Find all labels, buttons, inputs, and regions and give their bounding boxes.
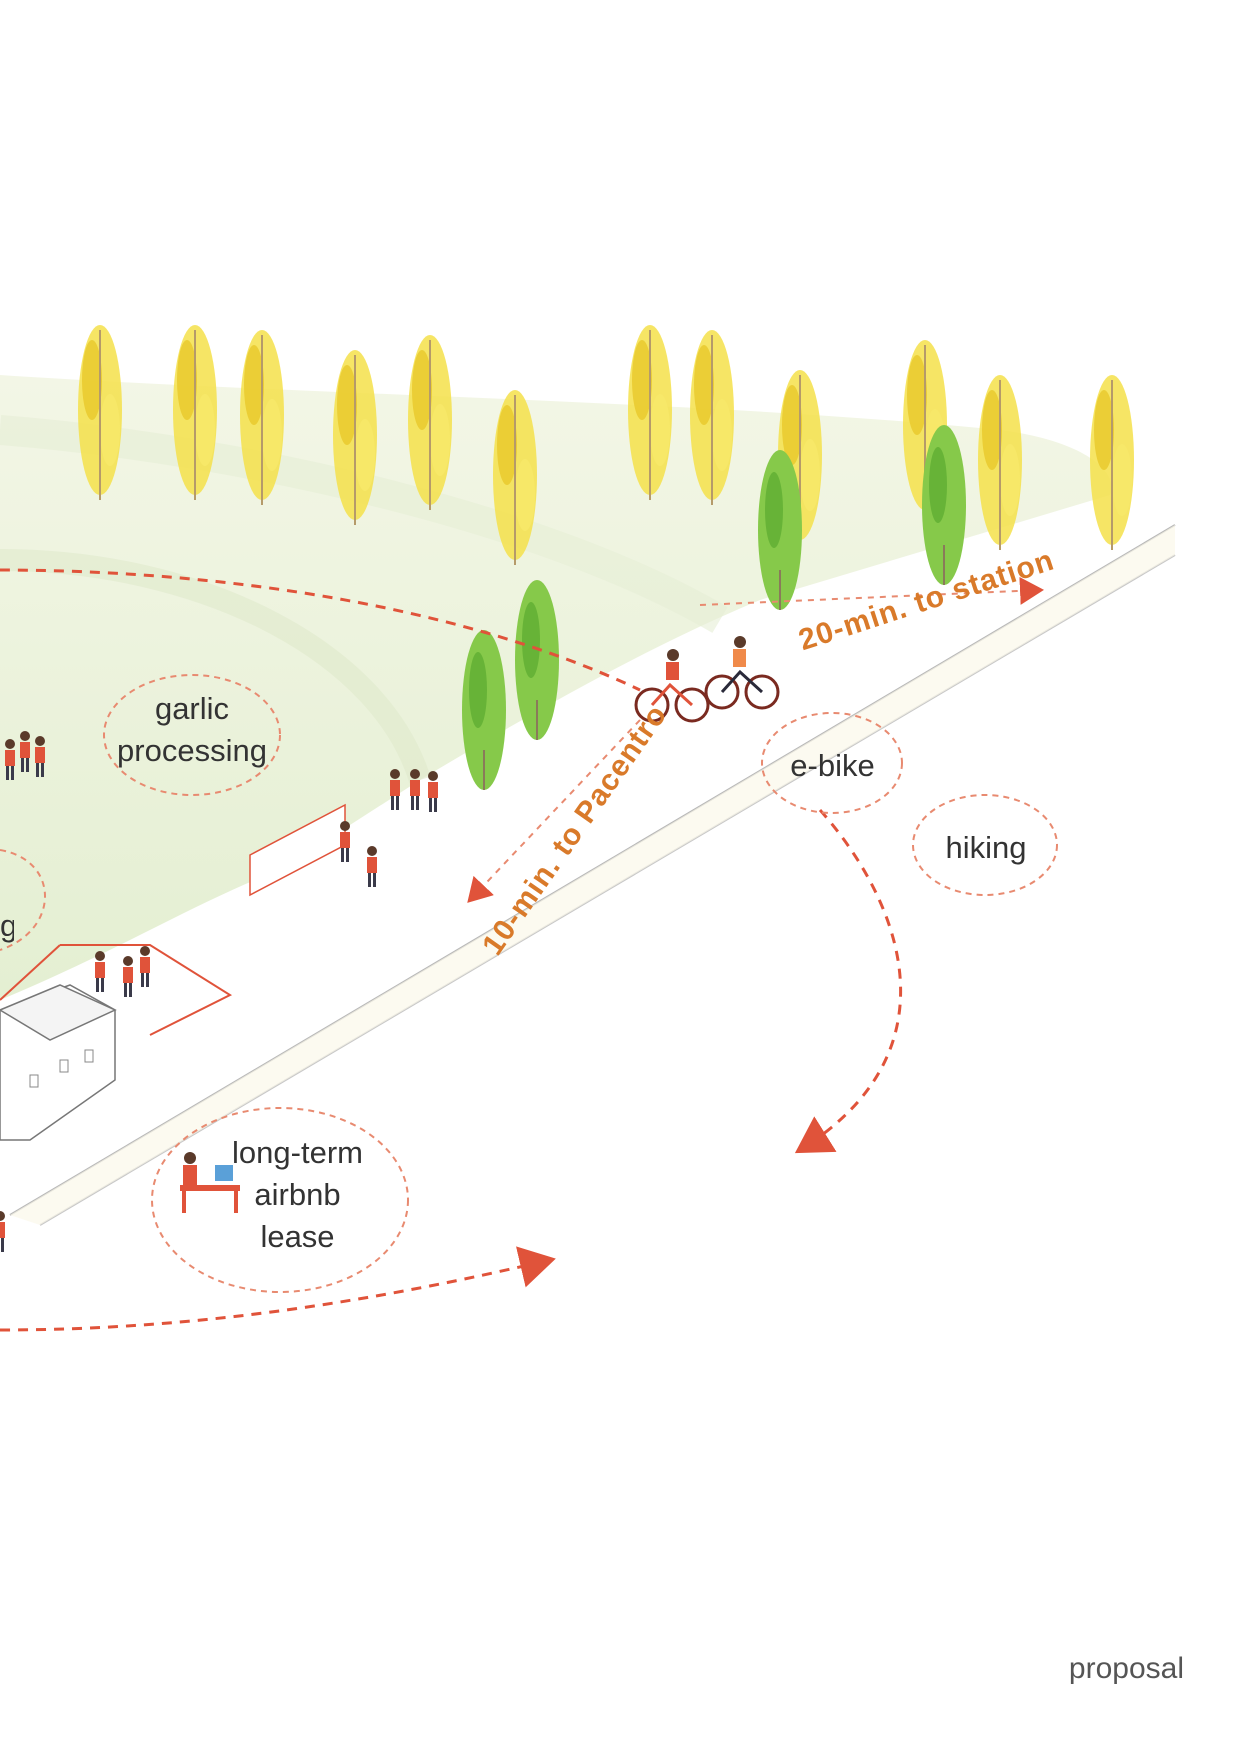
route-lines bbox=[0, 568, 1044, 1332]
road bbox=[9, 524, 1176, 1226]
label-cut-fragment: g bbox=[0, 908, 14, 943]
label-ebike: e-bike bbox=[790, 748, 875, 783]
label-hiking: hiking bbox=[945, 830, 1027, 865]
label-bubbles bbox=[0, 674, 1058, 1293]
building bbox=[0, 944, 233, 1141]
cyclists bbox=[634, 636, 780, 723]
page-footer: proposal bbox=[1068, 1652, 1184, 1685]
desk-worker-icon bbox=[180, 1152, 240, 1213]
label-long-term-lease: long-term airbnb lease bbox=[232, 1135, 363, 1254]
label-garlic-processing: garlic processing bbox=[117, 691, 267, 768]
